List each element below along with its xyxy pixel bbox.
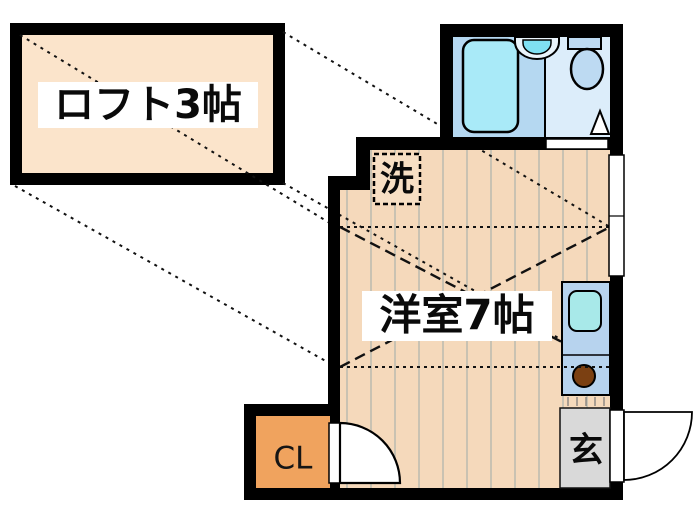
closet-door-leaf	[328, 422, 341, 484]
room-label: 洋室7帖	[379, 291, 534, 340]
entrance-door-leaf	[609, 409, 625, 483]
entrance-door-swing	[623, 411, 693, 481]
entrance: 玄	[559, 397, 611, 489]
loft-label-band	[38, 82, 258, 128]
entrance-door	[609, 409, 693, 483]
closet-label: CL	[274, 441, 314, 477]
kitchen-unit	[561, 281, 611, 396]
loft-footprint-edges	[340, 226, 610, 368]
closet-door-swing	[338, 421, 402, 485]
pipe-space-triangle-icon	[589, 108, 611, 135]
walls	[244, 24, 623, 500]
closet: CL	[256, 416, 330, 488]
wall-bottom	[244, 488, 623, 500]
closet-floor	[256, 416, 330, 488]
closet-door	[328, 421, 402, 485]
washer-label: 洗	[380, 160, 414, 200]
bathroom-door-opening	[545, 138, 609, 150]
wall-left	[328, 176, 340, 423]
entrance-step-ticks	[567, 397, 605, 406]
washer-box	[372, 152, 422, 206]
bathtub-icon	[461, 38, 520, 134]
bathroom	[453, 36, 611, 138]
wall-closet-top	[244, 404, 340, 416]
toilet-bowl-icon	[569, 47, 605, 91]
entrance-label: 玄	[569, 431, 603, 471]
washer-spot: 洗	[372, 152, 422, 206]
toilet-tank-icon	[567, 36, 602, 50]
projection-line-bottom-right	[282, 182, 611, 368]
loft-label: ロフト3帖	[54, 82, 242, 128]
loft-projection-lines	[14, 31, 611, 369]
projection-line-top-left	[19, 34, 339, 229]
room-label-band	[362, 291, 552, 341]
projection-line-bottom-left	[14, 185, 339, 369]
wall-bathroom-top	[440, 24, 623, 37]
kitchen-sink	[568, 290, 602, 332]
window	[608, 154, 625, 277]
wall-closet-left	[244, 404, 256, 500]
washbasin-bowl	[522, 39, 552, 55]
wall-bathroom-left	[440, 24, 453, 150]
stove-burner-icon	[572, 364, 596, 388]
room-label-group: 洋室7帖	[362, 291, 552, 341]
loft-label-group: ロフト3帖	[38, 82, 258, 128]
entrance-floor	[559, 407, 611, 489]
